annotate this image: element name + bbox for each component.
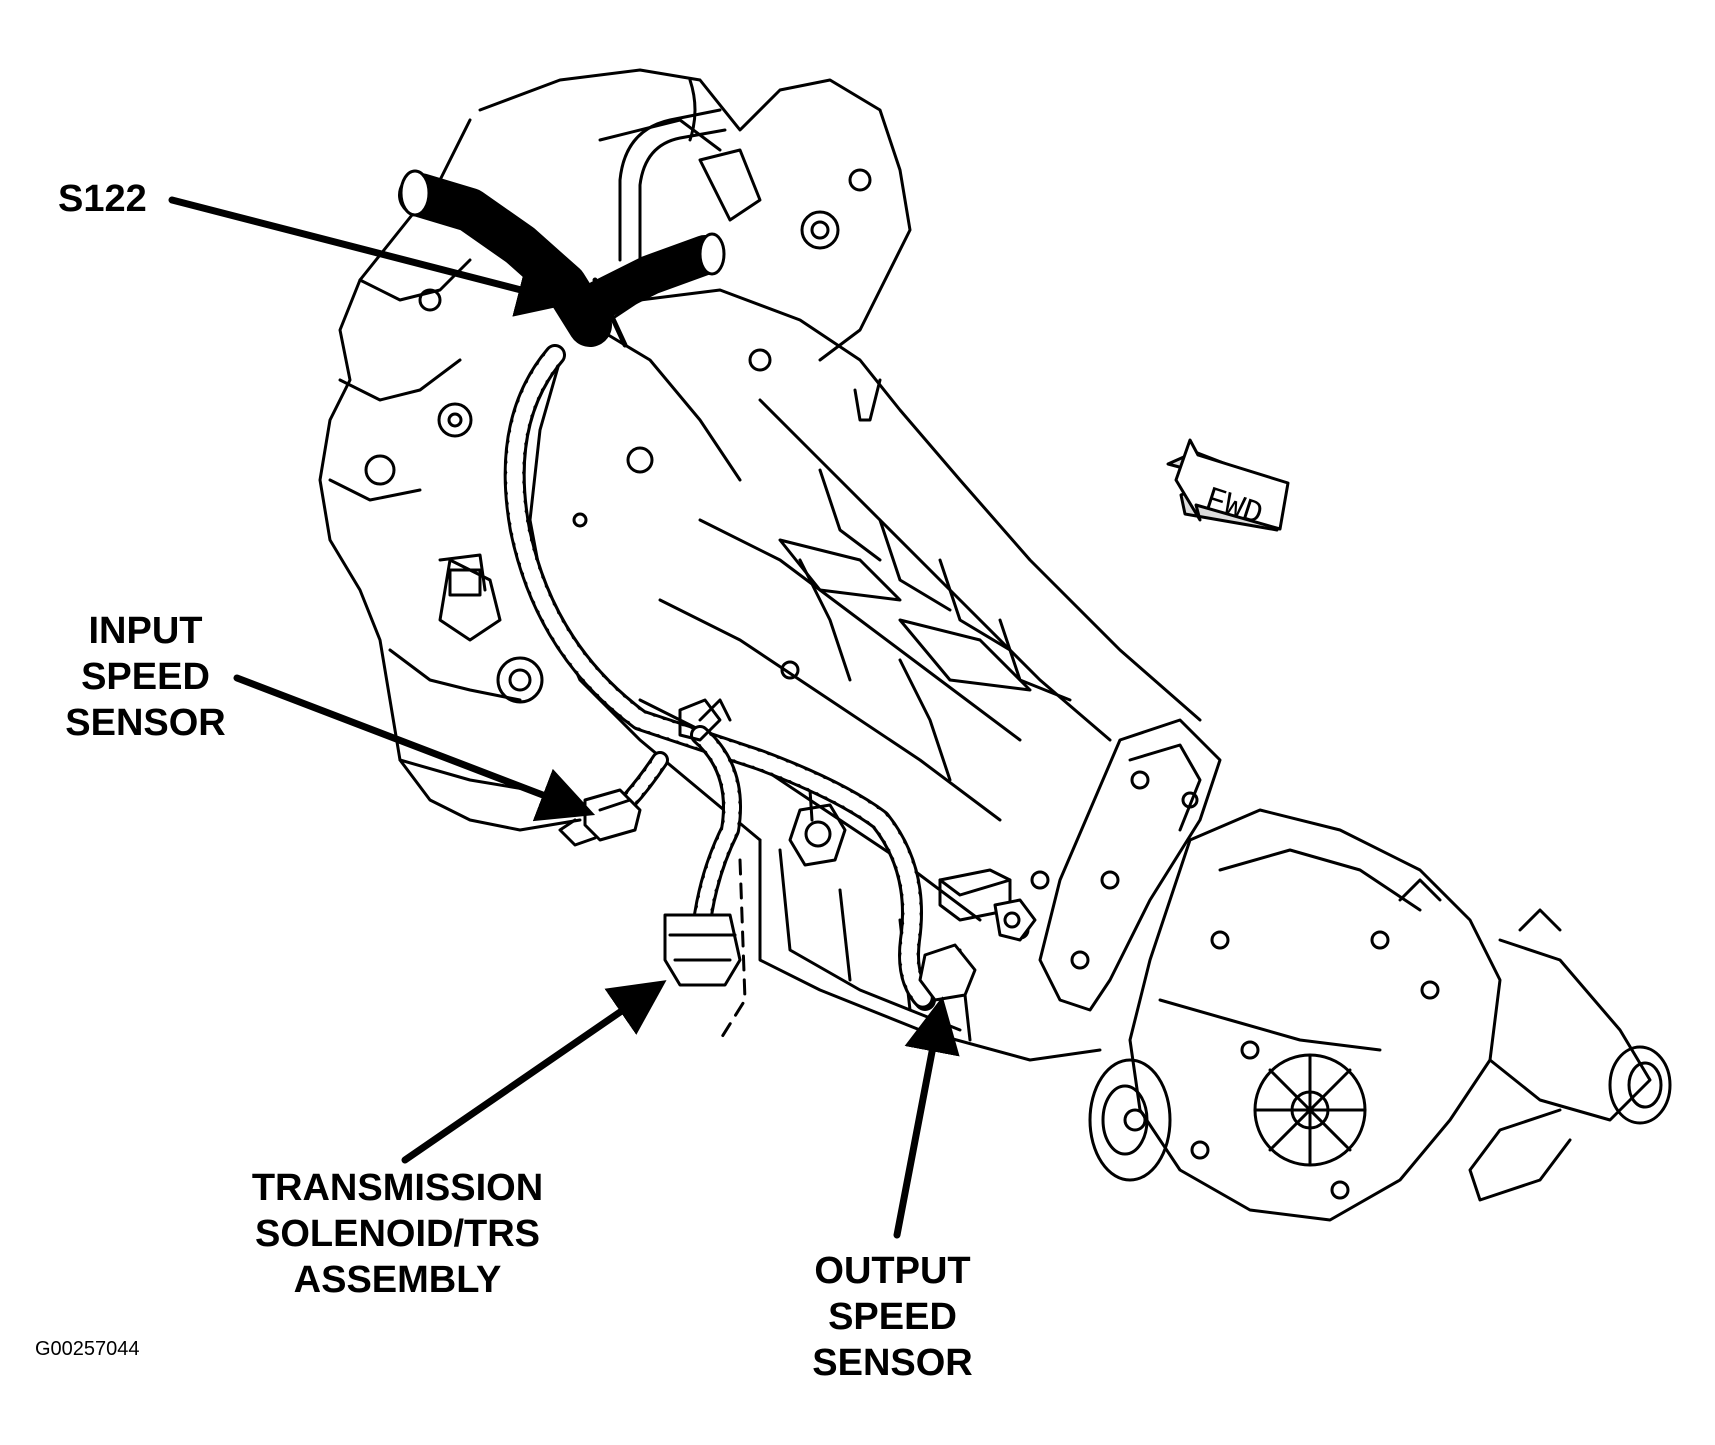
output-speed-sensor-line3: SENSOR	[812, 1342, 973, 1384]
transmission-solenoid-line3: ASSEMBLY	[293, 1259, 502, 1301]
adapter-housing	[1010, 718, 1222, 1012]
dipstick-tube	[618, 78, 727, 264]
solenoid-leader-arrow	[401, 980, 667, 1164]
transmission-solenoid-line2: SOLENOID/TRS	[254, 1213, 541, 1255]
input-speed-sensor-part	[558, 788, 642, 847]
s122-text: S122	[58, 178, 147, 220]
output-speed-sensor-line1: OUTPUT	[814, 1250, 971, 1292]
input-speed-sensor-line3: SENSOR	[65, 702, 226, 744]
wiring-harness	[503, 344, 936, 1011]
input-speed-sensor-label: INPUT SPEED SENSOR	[48, 608, 243, 746]
solenoid-connector-part	[663, 913, 742, 987]
output-speed-sensor-leader-arrow	[893, 996, 960, 1239]
s122-splice-mark	[582, 277, 643, 348]
output-speed-sensor-label: OUTPUT SPEED SENSOR	[795, 1248, 990, 1386]
transmission-case	[528, 288, 1202, 1062]
s122-leader-arrow	[168, 196, 574, 317]
fwd-arrow-icon: FWD	[1166, 438, 1290, 533]
transfer-case	[1088, 808, 1672, 1222]
input-speed-sensor-leader-arrow	[233, 674, 596, 822]
figure-id: G00257044	[35, 1338, 140, 1360]
input-speed-sensor-line2: SPEED	[81, 656, 210, 698]
s122-label: S122	[58, 176, 147, 222]
transmission-solenoid-label: TRANSMISSION SOLENOID/TRS ASSEMBLY	[225, 1165, 570, 1303]
output-speed-sensor-line2: SPEED	[828, 1296, 957, 1338]
transmission-solenoid-line1: TRANSMISSION	[251, 1167, 544, 1209]
input-speed-sensor-line1: INPUT	[88, 610, 203, 652]
output-speed-sensor-part	[918, 898, 1037, 1002]
